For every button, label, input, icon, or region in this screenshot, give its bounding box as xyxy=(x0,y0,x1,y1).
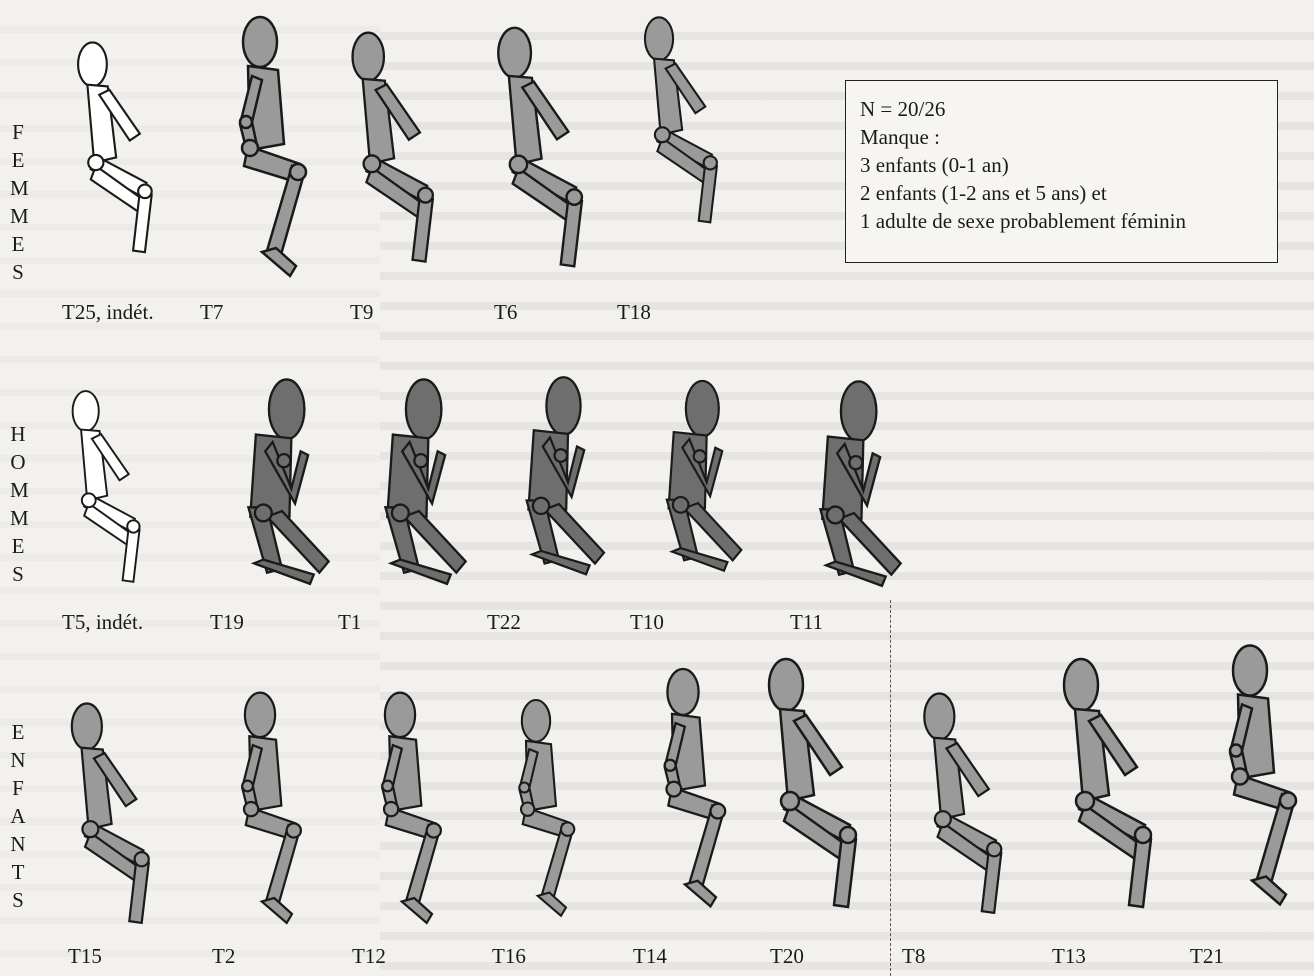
figure-label-t9: T9 xyxy=(350,300,373,325)
figure-t2 xyxy=(205,690,315,930)
figure-label-t2: T2 xyxy=(212,944,235,969)
legend-line-1: 3 enfants (0-1 an) xyxy=(860,151,1277,179)
figure-t20 xyxy=(750,650,880,920)
figure-t7 xyxy=(195,14,325,284)
figure-t25-undetermined xyxy=(62,14,172,284)
figure-label-t13: T13 xyxy=(1052,944,1086,969)
dashed-divider xyxy=(890,600,891,976)
figure-label-t11: T11 xyxy=(790,610,823,635)
figure-label-t18: T18 xyxy=(617,300,651,325)
figure-t14 xyxy=(628,650,738,930)
figure-label-t15: T15 xyxy=(68,944,102,969)
legend-line-3: 1 adulte de sexe probablement féminin xyxy=(860,207,1277,235)
figure-t6 xyxy=(480,14,605,284)
figure-t8 xyxy=(900,690,1030,920)
legend-missing-title: Manque : xyxy=(860,123,1277,151)
row-label-femmes: FEMMES xyxy=(6,118,30,286)
figure-label-t16: T16 xyxy=(492,944,526,969)
legend-line-2: 2 enfants (1-2 ans et 5 ans) et xyxy=(860,179,1277,207)
row-label-hommes: HOMMES xyxy=(6,420,30,588)
legend-count: N = 20/26 xyxy=(860,95,1277,123)
row-label-enfants: ENFANTS xyxy=(6,718,30,914)
figure-label-t12: T12 xyxy=(352,944,386,969)
figure-t12 xyxy=(345,690,455,930)
group-letters: FEMMES xyxy=(10,118,26,286)
figure-t11 xyxy=(770,370,910,602)
figure-t19 xyxy=(198,368,338,600)
figure-label-t8: T8 xyxy=(902,944,925,969)
figure-t5-undetermined xyxy=(58,368,158,608)
figure-t18 xyxy=(618,14,748,229)
legend-box: N = 20/26 Manque : 3 enfants (0-1 an) 2 … xyxy=(845,80,1278,263)
figure-t21 xyxy=(1190,640,1310,915)
group-letters: HOMMES xyxy=(10,420,26,588)
figure-t16 xyxy=(486,690,586,930)
figure-label-t10: T10 xyxy=(630,610,664,635)
figure-label-t1: T1 xyxy=(338,610,361,635)
figure-label-t19: T19 xyxy=(210,610,244,635)
figure-label-t20: T20 xyxy=(770,944,804,969)
figure-t9 xyxy=(335,14,455,284)
figure-label-t25: T25, indét. xyxy=(62,300,154,325)
figure-label-t14: T14 xyxy=(633,944,667,969)
figure-t10 xyxy=(620,358,750,598)
figure-t22 xyxy=(478,358,613,598)
group-letters: ENFANTS xyxy=(10,718,26,914)
figure-t1 xyxy=(335,368,475,600)
figure-label-t5: T5, indét. xyxy=(62,610,143,635)
figure-label-t22: T22 xyxy=(487,610,521,635)
figure-t13 xyxy=(1045,650,1175,920)
figure-label-t6: T6 xyxy=(494,300,517,325)
figure-t15 xyxy=(55,700,170,930)
figure-label-t21: T21 xyxy=(1190,944,1224,969)
figure-label-t7: T7 xyxy=(200,300,223,325)
